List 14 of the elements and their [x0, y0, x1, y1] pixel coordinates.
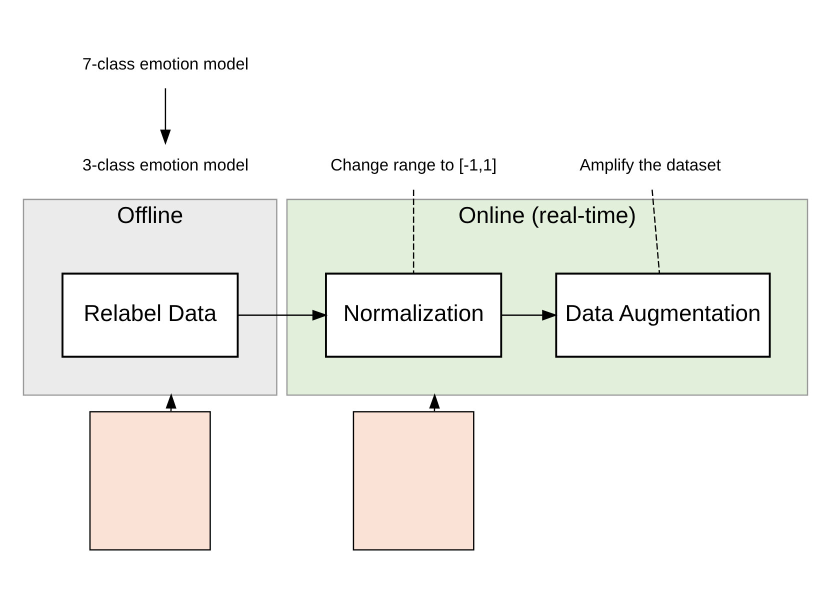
node-text: Change range to [-1,1] — [330, 155, 497, 174]
node-box — [89, 410, 211, 550]
node-box: Data Augmentation — [555, 272, 771, 358]
node-text: 7-class emotion model — [82, 54, 249, 73]
node-text: 3-class emotion model — [82, 155, 249, 174]
node-box — [352, 410, 474, 550]
arrow — [501, 309, 558, 320]
node-text: Amplify the dataset — [580, 155, 721, 174]
node-box: Normalization — [325, 272, 502, 358]
node-box: Relabel Data — [62, 272, 239, 358]
connector — [412, 189, 414, 273]
arrow — [160, 88, 171, 145]
connector — [652, 189, 660, 273]
arrow — [238, 309, 328, 320]
